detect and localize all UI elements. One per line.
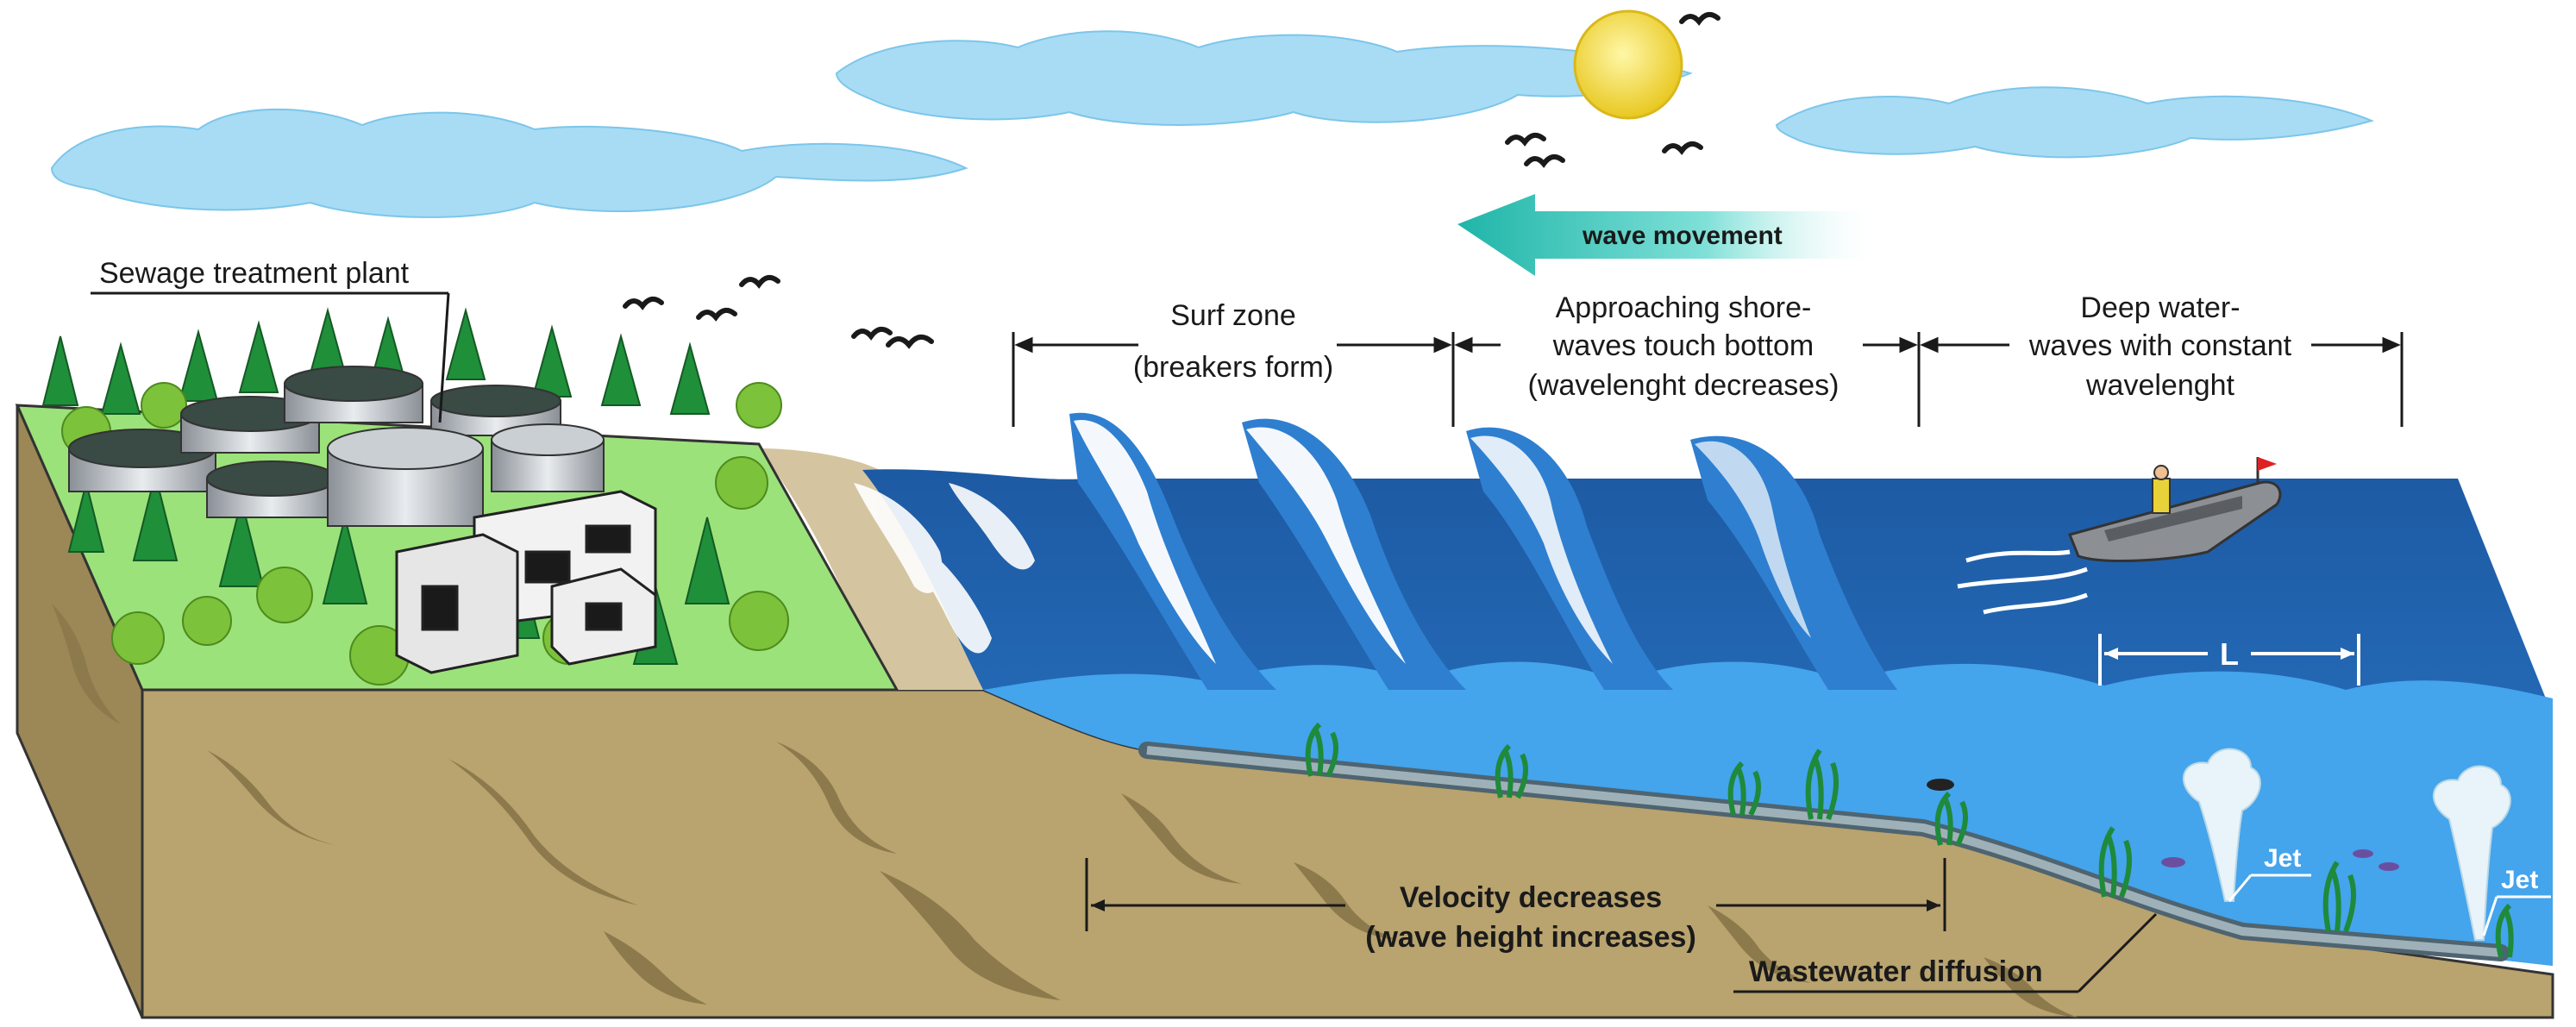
jet-label-2: Jet <box>2501 866 2538 894</box>
deep-line-3: wavelenght <box>2085 369 2235 402</box>
bird-icon <box>1682 15 1718 22</box>
approaching-line-2: waves touch bottom <box>1552 329 1814 362</box>
approaching-label: Approaching shore- waves touch bottom (w… <box>1501 289 1863 405</box>
bird-icon <box>854 329 890 336</box>
deep-line-2: waves with constant <box>2028 329 2292 362</box>
velocity-line-1: Velocity decreases <box>1400 881 1662 914</box>
approaching-line-3: (wavelenght decreases) <box>1528 369 1840 402</box>
surf-zone-line-1: Surf zone <box>1170 299 1296 332</box>
diffusion-label: Wastewater diffusion <box>1749 955 2043 988</box>
fish-icon <box>2353 849 2373 858</box>
bird-icon <box>625 299 661 306</box>
approaching-line-1: Approaching shore- <box>1556 291 1812 324</box>
tree-icon <box>730 592 788 650</box>
cloud-right <box>1777 87 2372 157</box>
bird-icon <box>1507 135 1544 142</box>
velocity-line-2: (wave height increases) <box>1365 921 1696 954</box>
tree-icon <box>257 567 312 623</box>
wave-movement-label: wave movement <box>1582 222 1783 250</box>
tree-icon <box>43 336 78 405</box>
tree-icon <box>102 345 140 414</box>
bird-icon <box>888 337 931 345</box>
tree-icon <box>183 597 231 645</box>
fish-icon <box>1927 779 1954 791</box>
jet-label-1: Jet <box>2264 844 2301 873</box>
tank-icon <box>328 428 483 526</box>
tree-icon <box>671 345 709 414</box>
tree-icon <box>179 332 217 401</box>
plant-label: Sewage treatment plant <box>99 257 410 290</box>
tree-icon <box>533 328 571 397</box>
tank-icon <box>285 366 423 423</box>
tank-icon <box>207 461 336 517</box>
bird-icon <box>699 310 735 317</box>
tree-icon <box>602 336 640 405</box>
bird-icon <box>1664 144 1701 151</box>
bird-icon <box>1526 157 1563 164</box>
wave-movement-arrow: wave movement <box>1457 194 1871 276</box>
tree-icon <box>141 383 186 428</box>
tree-icon <box>112 612 164 664</box>
clouds <box>52 31 2372 217</box>
tank-icon <box>492 424 604 492</box>
wavelength-label: L <box>2220 636 2239 672</box>
bird-icon <box>742 278 778 285</box>
surf-zone-line-2: (breakers form) <box>1133 351 1333 384</box>
tree-icon <box>447 310 485 379</box>
sun-icon <box>1575 11 1682 118</box>
deep-line-1: Deep water- <box>2080 291 2240 324</box>
fish-icon <box>2161 857 2185 867</box>
fish-icon <box>2379 862 2399 871</box>
deep-water-label: Deep water- waves with constant waveleng… <box>2009 289 2311 405</box>
surf-zone-label: Surf zone (breakers form) <box>1133 293 1337 384</box>
tree-icon <box>736 383 781 428</box>
tree-icon <box>716 457 768 509</box>
cloud-left <box>52 110 966 217</box>
cloud-center <box>837 31 1690 125</box>
tree-icon <box>240 323 278 392</box>
